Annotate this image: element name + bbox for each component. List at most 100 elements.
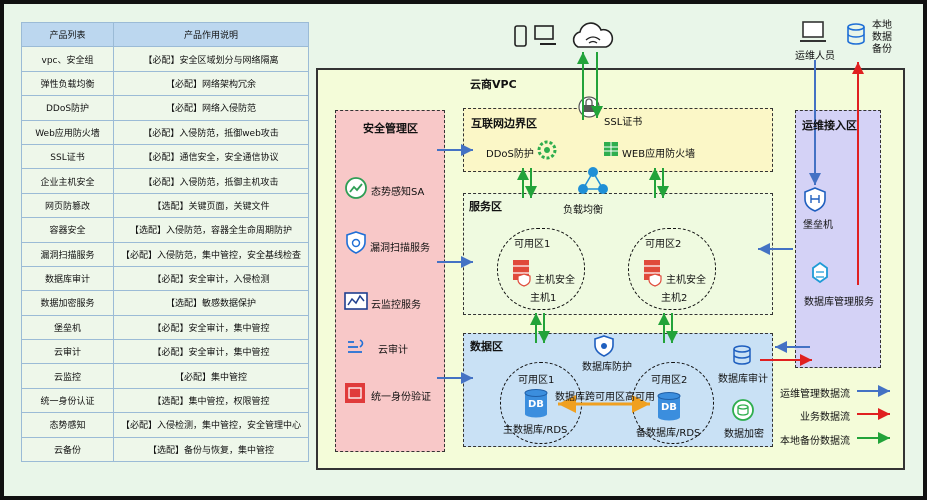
table-cell-description: 【必配】通信安全，安全通信协议 — [113, 143, 309, 170]
table-row: 堡垒机【必配】安全审计，集中管控 — [21, 314, 309, 341]
legend-business-label: 业务数据流 — [800, 412, 850, 423]
cross-az-label: 数据库跨可用区高可用 — [555, 392, 655, 403]
service-az1-boundary — [497, 228, 585, 310]
ops-access-zone — [795, 110, 881, 368]
local-backup-line1: 本地 — [872, 20, 892, 31]
backup-db-icon — [657, 392, 681, 421]
table-cell-description: 【选配】备份与恢复，集中管控 — [113, 436, 309, 463]
table-row: 数据库审计【必配】安全审计，入侵检测 — [21, 265, 309, 292]
host-security-label-1: 主机安全 — [535, 275, 575, 286]
table-row: 弹性负载均衡【必配】网络架构冗余 — [21, 70, 309, 97]
table-row: 云监控【必配】集中管控 — [21, 363, 309, 389]
load-balancer-icon — [578, 167, 608, 194]
sec-item-cloud-audit: 云审计 — [378, 345, 408, 356]
cloud-audit-icon — [348, 339, 364, 353]
table-cell-product: 数据库审计 — [21, 265, 114, 292]
table-cell-description: 【必配】安全审计，集中管控 — [113, 339, 309, 365]
cloud-icon — [572, 22, 614, 48]
data-az1-label: 可用区1 — [518, 375, 555, 386]
table-cell-description: 【选配】集中管控，权限管控 — [113, 387, 309, 414]
db-audit-icon — [733, 345, 751, 365]
table-cell-product: 漏洞扫描服务 — [21, 241, 114, 267]
backup-db-label: 备数据库/RDS — [636, 428, 701, 439]
table-header-description: 产品作用说明 — [113, 21, 309, 48]
table-row: 云审计【必配】安全审计，集中管控 — [21, 339, 309, 365]
host1-label: 主机1 — [530, 293, 557, 304]
table-row: 容器安全【选配】入侵防范，容器全生命周期防护 — [21, 217, 309, 243]
table-row: 企业主机安全【必配】入侵防范，抵御主机攻击 — [21, 168, 309, 194]
table-cell-product: DDoS防护 — [21, 95, 114, 121]
table-cell-product: 容器安全 — [21, 217, 114, 243]
table-row: 统一身份认证【选配】集中管控，权限管控 — [21, 387, 309, 414]
sec-item-cloud-monitor: 云监控服务 — [371, 300, 421, 311]
primary-db-icon — [524, 389, 548, 418]
local-backup-label: 本地 数据 备份 — [872, 20, 892, 56]
table-cell-description: 【选配】敏感数据保护 — [113, 290, 309, 316]
vpc-title: 云商VPC — [470, 78, 517, 91]
table-cell-description: 【必配】网络入侵防范 — [113, 95, 309, 121]
mobile-icon — [514, 25, 527, 47]
table-cell-product: 态势感知 — [21, 412, 114, 438]
ddos-protection-icon — [537, 140, 557, 160]
table-row: 云备份【选配】备份与恢复，集中管控 — [21, 436, 309, 463]
table-cell-product: 数据加密服务 — [21, 290, 114, 316]
db-encrypt-icon — [732, 399, 754, 421]
db-audit-label: 数据库审计 — [718, 374, 768, 385]
internet-boundary-zone — [463, 108, 773, 172]
table-cell-description: 【必配】安全审计，集中管控 — [113, 314, 309, 341]
table-cell-description: 【必配】入侵防范，集中管控，安全基线检查 — [113, 241, 309, 267]
data-zone-title: 数据区 — [470, 340, 503, 353]
table-cell-product: 云审计 — [21, 339, 114, 365]
backup-db-text: DB — [661, 402, 677, 413]
primary-db-label: 主数据库/RDS — [503, 425, 568, 436]
primary-db-text: DB — [528, 399, 544, 410]
product-table: 产品列表 产品作用说明 vpc、安全组【必配】安全区域划分与网络隔离弹性负载均衡… — [21, 21, 309, 463]
waf-icon — [604, 142, 618, 156]
service-az2-label: 可用区2 — [645, 239, 682, 250]
db-encrypt-label: 数据加密 — [724, 429, 764, 440]
db-protect-label: 数据库防护 — [582, 362, 632, 373]
table-cell-description: 【必配】网络架构冗余 — [113, 70, 309, 97]
table-cell-description: 【必配】入侵防范，抵御主机攻击 — [113, 168, 309, 194]
table-cell-description: 【必配】集中管控 — [113, 363, 309, 389]
ops-zone-title: 运维接入区 — [802, 119, 857, 132]
table-row: 数据加密服务【选配】敏感数据保护 — [21, 290, 309, 316]
db-management-label: 数据库管理服务 — [804, 297, 874, 308]
waf-label: WEB应用防火墙 — [622, 149, 696, 160]
service-zone-title: 服务区 — [469, 200, 502, 213]
table-row: vpc、安全组【必配】安全区域划分与网络隔离 — [21, 46, 309, 72]
local-backup-line2: 数据 — [872, 32, 892, 43]
table-cell-product: 弹性负载均衡 — [21, 70, 114, 97]
table-row: DDoS防护【必配】网络入侵防范 — [21, 95, 309, 121]
host-security-icon-1 — [513, 260, 531, 287]
table-cell-product: vpc、安全组 — [21, 46, 114, 72]
table-header-row: 产品列表 产品作用说明 — [21, 21, 309, 48]
table-cell-product: 企业主机安全 — [21, 168, 114, 194]
legend-ops-label: 运维管理数据流 — [780, 389, 850, 400]
sec-item-vuln-scan: 漏洞扫描服务 — [370, 243, 430, 254]
computer-icon — [534, 25, 556, 45]
table-row: 漏洞扫描服务【必配】入侵防范，集中管控，安全基线检查 — [21, 241, 309, 267]
vulnerability-scan-icon — [346, 231, 366, 254]
ddos-label: DDoS防护 — [486, 149, 534, 160]
table-row: Web应用防火墙【必配】入侵防范，抵御web攻击 — [21, 119, 309, 145]
table-cell-product: 网页防篡改 — [21, 192, 114, 219]
ops-person-label: 运维人员 — [795, 51, 835, 62]
service-az1-label: 可用区1 — [514, 239, 551, 250]
bastion-label: 堡垒机 — [803, 220, 833, 231]
identity-auth-icon — [345, 383, 365, 403]
data-az2-label: 可用区2 — [651, 375, 688, 386]
table-cell-product: 云监控 — [21, 363, 114, 389]
local-backup-icon — [847, 23, 865, 45]
service-az2-boundary — [628, 228, 716, 310]
table-cell-product: 堡垒机 — [21, 314, 114, 341]
table-cell-description: 【必配】安全审计，入侵检测 — [113, 265, 309, 292]
table-header-product: 产品列表 — [21, 21, 114, 48]
db-management-icon — [812, 261, 828, 284]
ops-person-icon — [800, 21, 826, 42]
table-row: 态势感知【必配】入侵检测，集中管控，安全管理中心 — [21, 412, 309, 438]
table-cell-product: 云备份 — [21, 436, 114, 463]
cloud-monitor-icon — [344, 292, 368, 310]
table-cell-description: 【选配】关键页面，关键文件 — [113, 192, 309, 219]
